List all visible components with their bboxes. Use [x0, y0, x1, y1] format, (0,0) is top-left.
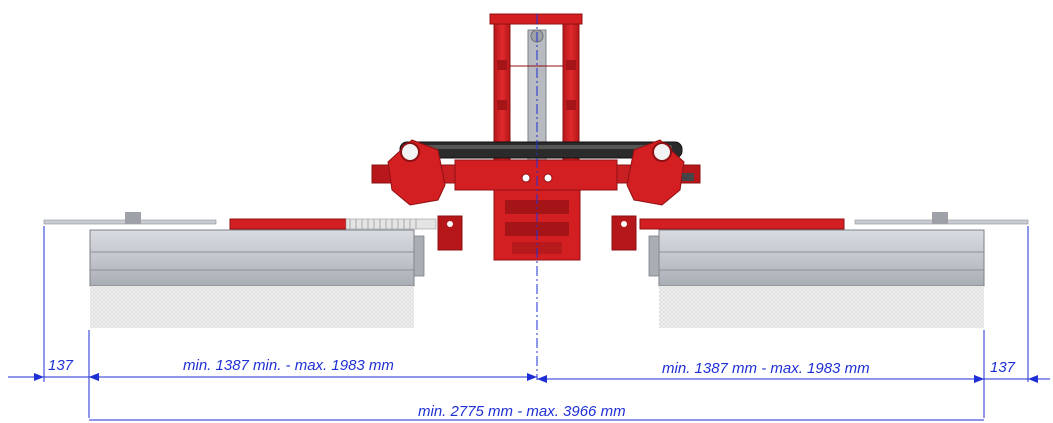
total-width-dimension: min. 2775 mm - max. 3966 mm	[89, 403, 984, 421]
hydraulic-cylinder	[399, 141, 683, 159]
left-brush-unit	[43, 212, 463, 328]
total-width-label: min. 2775 mm - max. 3966 mm	[418, 403, 626, 420]
right-width-dimension: min. 1387 mm - max. 1983 mm	[537, 360, 984, 383]
left-width-dimension: min. 1387 min. - max. 1983 mm	[89, 357, 537, 381]
left-width-label: min. 1387 min. - max. 1983 mm	[183, 357, 394, 374]
right-brush-unit	[611, 212, 1029, 328]
right-offset-dimension: 137	[962, 359, 1050, 383]
right-width-label: min. 1387 mm - max. 1983 mm	[662, 360, 870, 377]
right-offset-label: 137	[990, 359, 1016, 376]
left-offset-label: 137	[48, 357, 74, 374]
left-offset-dimension: 137	[8, 357, 110, 381]
